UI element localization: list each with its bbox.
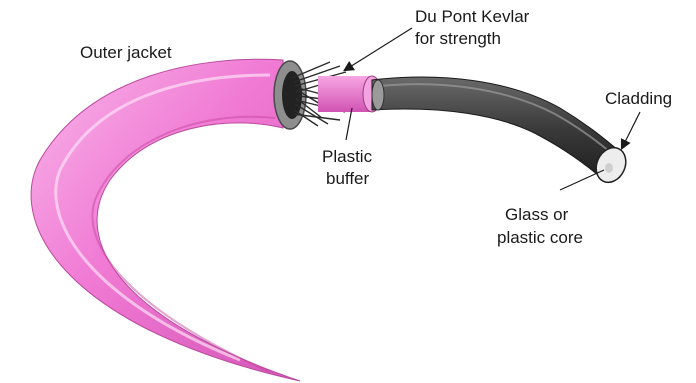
- label-cladding: Cladding: [605, 89, 672, 108]
- core-center: [605, 163, 613, 173]
- label-kevlar-line1: Du Pont Kevlar: [415, 7, 530, 26]
- kevlar-arrow: [345, 28, 412, 70]
- label-buffer-line2: buffer: [326, 169, 370, 188]
- label-kevlar-line2: for strength: [415, 29, 501, 48]
- label-core-line2: plastic core: [497, 228, 583, 247]
- cladding-arrow: [622, 112, 640, 148]
- jacket-inner-hole: [282, 71, 302, 119]
- label-buffer-line1: Plastic: [322, 147, 373, 166]
- label-outer-jacket: Outer jacket: [80, 43, 172, 62]
- core-leader: [560, 170, 604, 190]
- buffer-leader: [346, 108, 352, 140]
- cladding-start-ring: [372, 80, 384, 110]
- outer-jacket-shape: [31, 59, 300, 381]
- label-core-line1: Glass or: [505, 205, 569, 224]
